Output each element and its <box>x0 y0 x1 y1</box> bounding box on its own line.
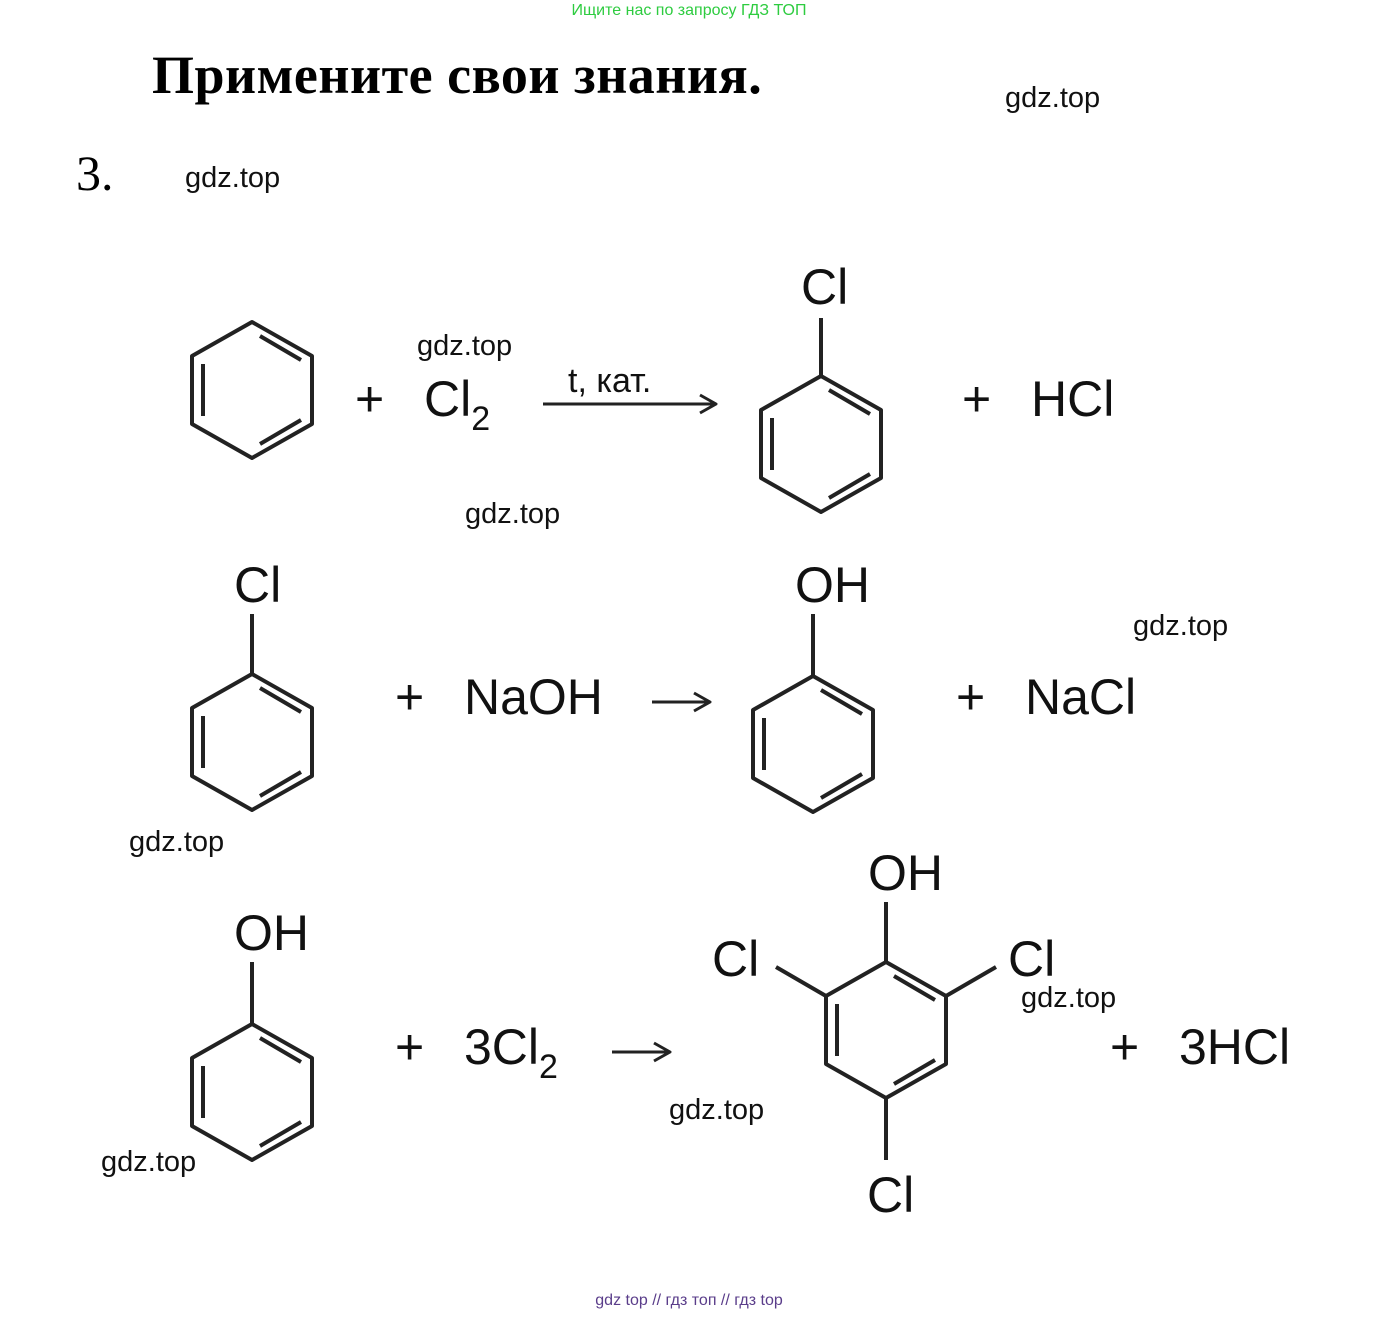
footer-links: gdz top // гдз топ // гдз top <box>595 1292 783 1309</box>
substituent-label: Cl <box>712 931 760 987</box>
benzene-ring <box>190 320 314 460</box>
byproduct: NaCl <box>1025 669 1137 725</box>
reaction-conditions: t, кат. <box>568 362 652 400</box>
watermark: gdz.top <box>417 330 513 362</box>
search-banner: Ищите нас по запросу ГДЗ ТОП <box>571 2 807 19</box>
watermark: gdz.top <box>1133 610 1229 642</box>
substituent-label: OH <box>868 845 943 901</box>
byproduct: 3HCl <box>1179 1019 1291 1075</box>
reaction-arrow <box>652 691 712 713</box>
plus-sign: + <box>395 1019 425 1075</box>
reaction-arrow <box>543 393 718 415</box>
watermark: gdz.top <box>465 498 561 530</box>
watermark: gdz.top <box>1021 982 1117 1014</box>
plus-sign: + <box>395 669 425 725</box>
substituent-label: Cl <box>867 1167 915 1223</box>
plus-sign: + <box>355 371 385 427</box>
phenol-ring <box>190 962 314 1162</box>
reaction-arrow <box>612 1041 672 1063</box>
watermark: gdz.top <box>101 1146 197 1178</box>
watermark: gdz.top <box>669 1094 765 1126</box>
reagent-chlorine: Cl2 <box>424 371 491 438</box>
chlorobenzene-ring <box>759 318 883 514</box>
substituent-label: OH <box>795 557 870 613</box>
reagent-chlorine: 3Cl2 <box>464 1019 558 1086</box>
substituent-label: Cl <box>801 259 849 315</box>
chlorobenzene-ring <box>190 614 314 812</box>
plus-sign: + <box>962 371 992 427</box>
substituent-label: Cl <box>1008 931 1056 987</box>
reagent: NaOH <box>464 669 603 725</box>
byproduct: HCl <box>1031 371 1115 427</box>
trichlorophenol-ring <box>774 902 998 1160</box>
task-number: 3. <box>76 145 114 201</box>
watermark: gdz.top <box>129 826 225 858</box>
plus-sign: + <box>956 669 986 725</box>
plus-sign: + <box>1110 1019 1140 1075</box>
watermark: gdz.top <box>1005 82 1101 114</box>
phenol-ring <box>751 614 875 814</box>
substituent-label: OH <box>234 905 309 961</box>
section-title: Примените свои знания. <box>152 45 763 105</box>
watermark: gdz.top <box>185 162 281 194</box>
substituent-label: Cl <box>234 557 282 613</box>
